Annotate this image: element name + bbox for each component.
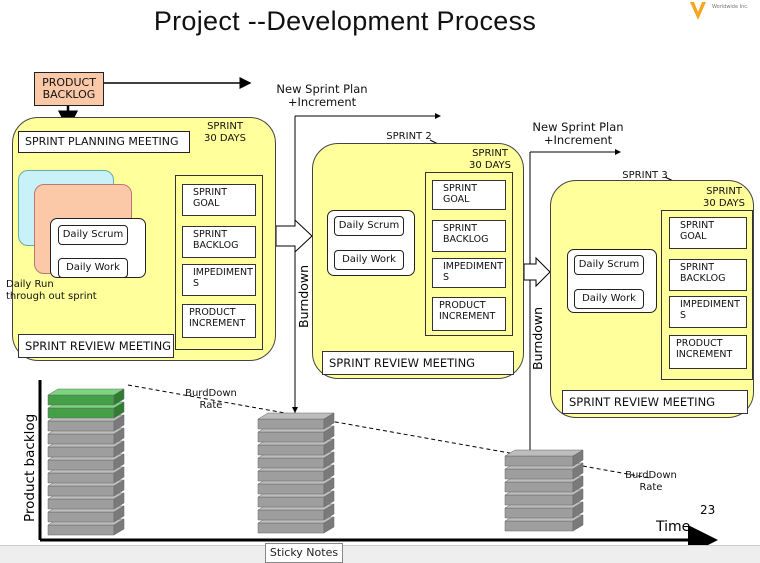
- backlog-stack-1: [47, 388, 125, 536]
- page-title: Project --Development Process: [153, 6, 537, 36]
- new-sprint-plan-label-1: New Sprint Plan+Increment: [276, 82, 368, 109]
- backlog-block-done: [47, 388, 125, 406]
- daily-work-3: Daily Work: [574, 289, 644, 309]
- sprint-2-name: SPRINT 2: [386, 131, 432, 142]
- impediments-1: IMPEDIMENT S: [182, 264, 256, 296]
- backlog-block: [504, 449, 584, 467]
- sticky-notes-tab[interactable]: Sticky Notes: [265, 543, 343, 563]
- y-axis-label: Product backlog: [22, 413, 38, 522]
- product-increment-1: PRODUCT INCREMENT: [182, 304, 256, 338]
- backlog-block: [257, 412, 335, 430]
- sprint-goal-3: SPRINT GOAL: [669, 217, 747, 249]
- daily-work-1: Daily Work: [58, 258, 128, 278]
- daily-scrum-1: Daily Scrum: [58, 225, 128, 245]
- sprint-3-name: SPRINT 3: [622, 170, 668, 181]
- page-number: 23: [700, 503, 716, 517]
- bottom-toolbar: [0, 545, 760, 563]
- sprint-planning-meeting: SPRINT PLANNING MEETING: [18, 131, 190, 153]
- product-increment-2: PRODUCT INCREMENT: [432, 297, 506, 331]
- logo-icon: Worldwide Inc.: [690, 2, 749, 20]
- sprint-goal-1: SPRINT GOAL: [182, 184, 256, 216]
- daily-scrum-2: Daily Scrum: [334, 216, 404, 236]
- burndown-label-1: Burndown: [296, 264, 311, 328]
- backlog-block: [257, 490, 335, 508]
- sprint-review-meeting-2: SPRINT REVIEW MEETING: [322, 351, 514, 375]
- sprint-backlog-1: SPRINT BACKLOG: [182, 226, 256, 258]
- backlog-stack-3: [504, 449, 584, 532]
- product-increment-3: PRODUCT INCREMENT: [669, 335, 747, 369]
- sprint-goal-2: SPRINT GOAL: [432, 180, 506, 210]
- company-logo: Worldwide Inc.: [686, 0, 760, 28]
- svg-text:Worldwide Inc.: Worldwide Inc.: [712, 4, 749, 10]
- daily-scrum-3: Daily Scrum: [574, 255, 644, 275]
- daily-work-2: Daily Work: [334, 250, 404, 270]
- sprint-review-meeting-1: SPRINT REVIEW MEETING: [18, 334, 174, 358]
- burndown-label-2: Burndown: [530, 306, 545, 370]
- impediments-3: IMPEDIMENT S: [669, 296, 747, 328]
- sprint-review-meeting-3: SPRINT REVIEW MEETING: [562, 390, 748, 414]
- backlog-stack-2: [257, 412, 335, 534]
- impediments-2: IMPEDIMENT S: [432, 258, 506, 288]
- product-backlog-box: PRODUCT BACKLOG: [34, 72, 104, 106]
- sprint-backlog-2: SPRINT BACKLOG: [432, 220, 506, 252]
- new-sprint-plan-label-2: New Sprint Plan+Increment: [532, 120, 624, 147]
- sprint-backlog-3: SPRINT BACKLOG: [669, 259, 747, 291]
- x-axis-label: Time: [656, 519, 691, 535]
